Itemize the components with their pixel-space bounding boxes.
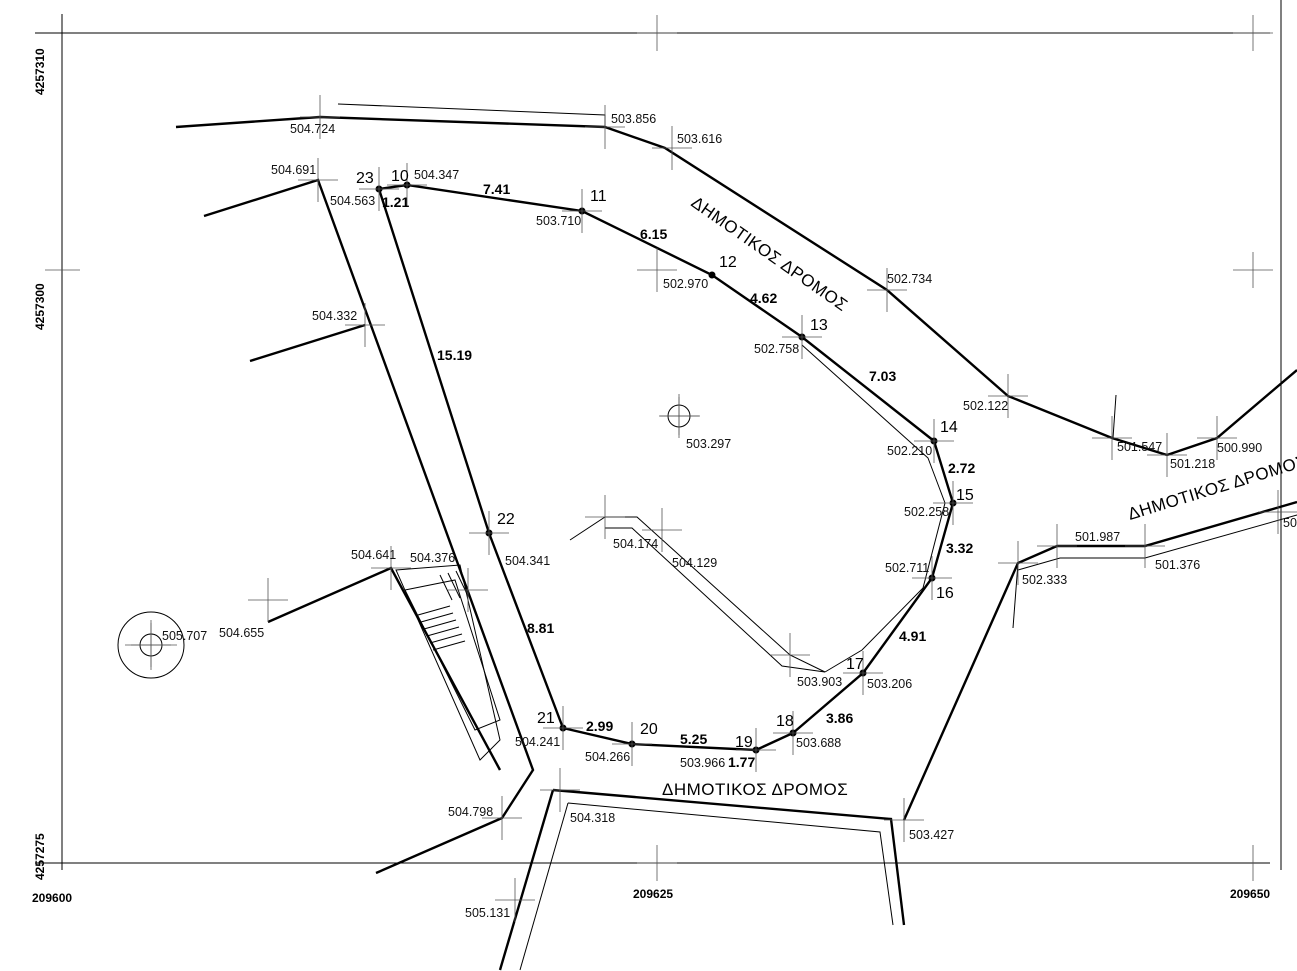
segment-length: 6.15 xyxy=(640,226,667,242)
segment-length: 15.19 xyxy=(437,347,472,363)
elevation-crosshairs xyxy=(131,95,1297,922)
segment-length: 3.32 xyxy=(946,540,973,556)
segment-length: 2.72 xyxy=(948,460,975,476)
elevation-label: 504.691 xyxy=(271,163,316,177)
elevation-label: 503.206 xyxy=(867,677,912,691)
elevation-label: 504.798 xyxy=(448,805,493,819)
labels: 4257310 4257300 4257275 209600 209625 209650 Δ… xyxy=(32,48,1297,920)
segment-length: 7.41 xyxy=(483,181,510,197)
elevation-label: 504.376 xyxy=(410,551,455,565)
parcel-boundary xyxy=(375,181,957,754)
grid-y-label: 4257310 xyxy=(33,48,47,95)
point-number: 14 xyxy=(940,419,958,436)
point-number: 13 xyxy=(810,317,828,334)
elevation-label: 502.711 xyxy=(885,561,929,575)
elevation-label: 504.241 xyxy=(515,735,560,749)
inner-walls xyxy=(383,204,946,673)
road-label: ΔΗΜΟΤΙΚΟΣ ΔΡΟΜΟΣ xyxy=(662,780,848,799)
point-number: 11 xyxy=(590,188,607,205)
elevation-label: 502.734 xyxy=(887,272,932,286)
elevation-label: 503.710 xyxy=(536,214,581,228)
elevation-label: 503.903 xyxy=(797,675,842,689)
grid-x-label: 209650 xyxy=(1230,887,1270,901)
segment-length: 4.62 xyxy=(750,290,777,306)
segment-length: 7.03 xyxy=(869,368,896,384)
point-number: 12 xyxy=(719,254,737,271)
elevation-label: 503.427 xyxy=(909,828,954,842)
point-number: 16 xyxy=(936,585,954,602)
elevation-label: 504.129 xyxy=(672,556,717,570)
point-number: 21 xyxy=(537,710,555,727)
segment-length: 8.81 xyxy=(527,620,554,636)
elevation-label: 504.266 xyxy=(585,750,630,764)
grid-frame xyxy=(35,0,1282,881)
elevation-label: 504.563 xyxy=(330,194,375,208)
segment-length: 3.86 xyxy=(826,710,853,726)
elevation-label: 503.856 xyxy=(611,112,656,126)
point-number: 15 xyxy=(956,487,974,504)
elevation-label: 504.655 xyxy=(219,626,264,640)
elevation-label: 502.210 xyxy=(887,444,932,458)
segment-length: 5.25 xyxy=(680,731,707,747)
grid-y-label: 4257300 xyxy=(33,283,47,330)
road-edges xyxy=(175,103,1297,971)
segment-length: 1.77 xyxy=(728,754,755,770)
grid-x-label: 209600 xyxy=(32,891,72,905)
point-number: 23 xyxy=(356,170,374,187)
elevation-label: 504.347 xyxy=(414,168,459,182)
stairs-building xyxy=(267,564,502,771)
elevation-label: 504.318 xyxy=(570,811,615,825)
elevation-label: 501.218 xyxy=(1170,457,1215,471)
point-number: 10 xyxy=(391,168,409,185)
elevation-label: 504.332 xyxy=(312,309,357,323)
elevation-label: 502.333 xyxy=(1022,573,1067,587)
segment-length: 4.91 xyxy=(899,628,926,644)
point-number: 22 xyxy=(497,511,515,528)
elevation-label: 502.970 xyxy=(663,277,708,291)
elevation-label: 502.258 xyxy=(904,505,949,519)
elevation-label: 503.688 xyxy=(796,736,841,750)
elevation-label: 503.966 xyxy=(680,756,725,770)
elevation-label: 500.990 xyxy=(1217,441,1262,455)
elevation-label: 505.707 xyxy=(162,629,207,643)
elevation-label: 504.174 xyxy=(613,537,658,551)
point-number: 18 xyxy=(776,713,794,730)
point-number: 20 xyxy=(640,721,658,738)
elevation-label: 504.641 xyxy=(351,548,396,562)
elevation-label: 505.131 xyxy=(465,906,510,920)
elevation-label: 502.122 xyxy=(963,399,1008,413)
point-number: 19 xyxy=(735,734,753,751)
elevation-label: 504.341 xyxy=(505,554,550,568)
elevation-label: 502.758 xyxy=(754,342,799,356)
elevation-label: 501.987 xyxy=(1075,530,1120,544)
grid-y-label: 4257275 xyxy=(33,833,47,880)
grid-x-label: 209625 xyxy=(633,887,673,901)
elevation-label: 50 xyxy=(1283,516,1297,530)
point-number: 17 xyxy=(846,656,864,673)
elevation-label: 501.376 xyxy=(1155,558,1200,572)
segment-length: 1.21 xyxy=(382,194,409,210)
grid-cross-marks xyxy=(45,15,1273,881)
segment-length: 2.99 xyxy=(586,718,613,734)
elevation-label: 501.547 xyxy=(1117,440,1162,454)
elevation-label: 504.724 xyxy=(290,122,335,136)
elevation-label: 503.616 xyxy=(677,132,722,146)
elevation-label: 503.297 xyxy=(686,437,731,451)
parcel-vertices xyxy=(375,181,957,754)
